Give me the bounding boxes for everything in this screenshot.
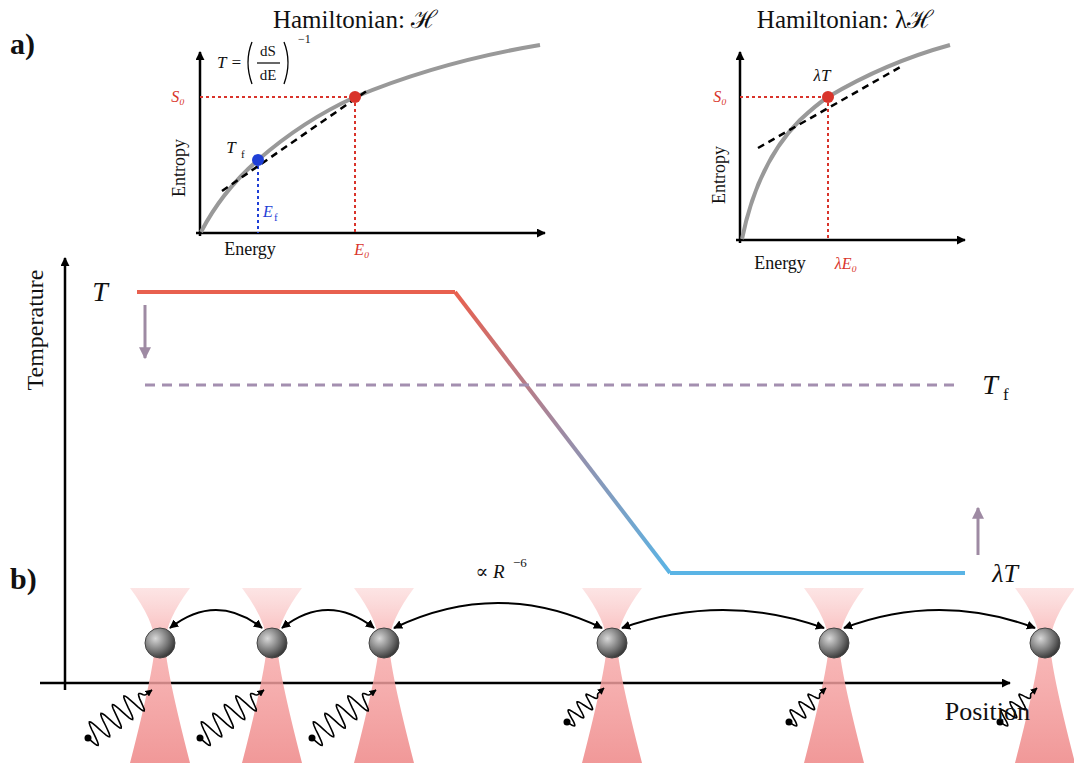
formula-exponent: −1: [298, 33, 311, 46]
axis-value: E₀: [354, 241, 369, 259]
entropy-plot-right: [736, 45, 965, 243]
panel-label: b): [10, 562, 37, 595]
entropy-plot-left: [196, 42, 545, 236]
axis-title: Temperature: [22, 270, 48, 391]
axis-value: S₀: [171, 88, 185, 106]
atom-chain: [85, 588, 1074, 763]
panel-label: a): [10, 27, 35, 60]
axis-title: Energy: [754, 254, 806, 274]
point-label: T: [226, 139, 235, 158]
point-subscript: f: [241, 148, 245, 160]
axis-title: Position: [945, 698, 1030, 727]
temperature-label: λT: [992, 560, 1018, 589]
temperature-plot: [40, 258, 1010, 690]
axis-title: Entropy: [710, 146, 730, 204]
axis-title: Entropy: [170, 139, 190, 197]
interaction-label: ∝ R: [475, 562, 504, 583]
axis-subscript: f: [274, 211, 278, 223]
interaction-exponent: −6: [513, 556, 527, 570]
temperature-label: T: [92, 277, 108, 308]
axis-value: S₀: [713, 88, 727, 106]
temperature-label: T: [982, 370, 998, 401]
formula: dS: [260, 43, 276, 60]
axis-title: Energy: [224, 240, 276, 260]
temperature-subscript: f: [1003, 386, 1009, 405]
plot-title: Hamiltonian: λℋ: [757, 6, 933, 34]
point-label: λT: [814, 67, 831, 86]
formula: dE: [260, 67, 277, 84]
plot-title: Hamiltonian: ℋ: [273, 6, 437, 34]
axis-value: E: [263, 203, 273, 221]
axis-value: λE₀: [835, 255, 857, 273]
formula: T =: [217, 54, 242, 73]
